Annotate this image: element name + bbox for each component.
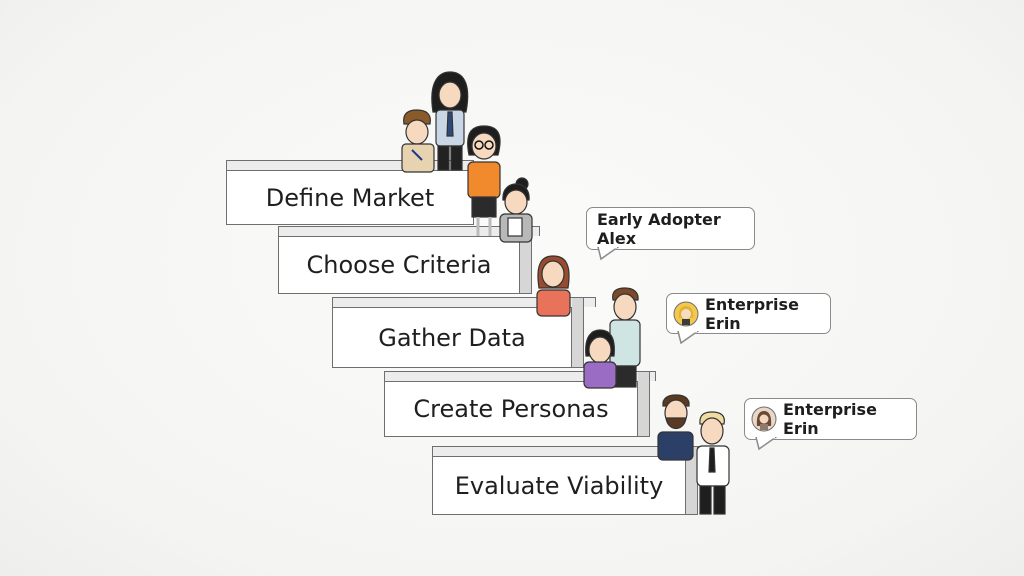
- step-label: Define Market: [226, 170, 474, 225]
- callout-enterprise-erin-2: Enterprise Erin: [744, 398, 917, 451]
- speech-tail-icon: [677, 331, 699, 345]
- callout-label: Enterprise Erin: [783, 400, 877, 438]
- step-top-face: [384, 371, 656, 381]
- step-create-personas: Create Personas: [384, 371, 656, 437]
- callout-label: Early Adopter Alex: [597, 209, 721, 248]
- step-label: Evaluate Viability: [432, 456, 686, 515]
- brunette-woman-avatar-icon: [751, 406, 777, 432]
- step-top-face: [332, 297, 596, 307]
- step-side-face: [520, 226, 532, 294]
- step-label: Choose Criteria: [278, 236, 520, 294]
- step-label: Gather Data: [332, 307, 572, 368]
- callout-early-adopter-alex: Early Adopter Alex: [586, 207, 755, 261]
- step-label: Create Personas: [384, 381, 638, 437]
- step-gather-data: Gather Data: [332, 297, 596, 368]
- person-woman-tie-icon: [431, 71, 469, 171]
- callout-label: Enterprise Erin: [705, 294, 799, 333]
- step-top-face: [432, 446, 702, 456]
- step-choose-criteria: Choose Criteria: [278, 226, 540, 294]
- speech-tail-icon: [755, 437, 777, 451]
- step-top-face: [278, 226, 540, 236]
- speech-tail-icon: [597, 247, 619, 261]
- step-side-face: [572, 297, 584, 368]
- step-define-market: Define Market: [226, 160, 474, 225]
- blonde-woman-avatar-icon: [673, 301, 699, 326]
- step-side-face: [638, 371, 650, 437]
- callout-enterprise-erin-1: Enterprise Erin: [666, 293, 831, 345]
- step-top-face: [226, 160, 474, 170]
- step-side-face: [686, 446, 698, 515]
- step-evaluate-viability: Evaluate Viability: [432, 446, 702, 515]
